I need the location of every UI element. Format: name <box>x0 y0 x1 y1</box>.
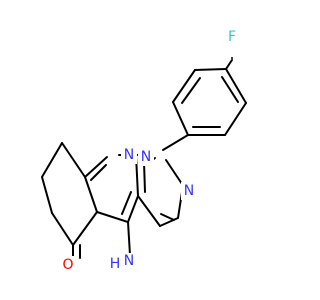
fluorine-label: F <box>228 29 236 45</box>
bond <box>221 76 239 103</box>
bond <box>41 176 53 214</box>
n1-label: N <box>141 149 151 165</box>
bond <box>194 68 227 71</box>
molecule-canvas: F N N N O H N <box>41 28 247 274</box>
atom-labels: F N N N O H N <box>60 28 239 274</box>
bond <box>84 156 108 178</box>
bond <box>41 142 63 178</box>
bond <box>165 159 183 185</box>
amino-h-label: H <box>110 256 121 272</box>
bond <box>137 195 161 227</box>
label-mask <box>60 256 76 274</box>
bond <box>159 217 179 227</box>
bond <box>172 101 189 136</box>
bond <box>96 211 129 223</box>
bond <box>162 134 189 151</box>
bond <box>225 59 233 70</box>
bond <box>61 142 86 178</box>
oxygen-label: O <box>62 257 73 273</box>
label-mask <box>138 148 154 166</box>
bond <box>225 68 247 104</box>
bond <box>121 191 132 215</box>
label-mask <box>181 182 197 200</box>
label-mask <box>121 146 137 164</box>
pyridine-n-label: N <box>124 147 134 163</box>
n2-label: N <box>184 183 194 199</box>
amino-n-label: N <box>124 253 134 269</box>
bond <box>224 102 247 136</box>
label-mask <box>106 253 142 273</box>
bond <box>181 77 201 104</box>
bond <box>72 211 98 246</box>
bond <box>84 176 98 213</box>
bond <box>143 161 146 193</box>
bond <box>127 195 139 223</box>
structure-drawing: F N N N O H N <box>41 28 247 274</box>
bond <box>90 164 107 181</box>
bond <box>127 221 131 256</box>
bond <box>160 213 175 221</box>
bond <box>172 69 196 103</box>
label-mask <box>225 28 239 46</box>
bond <box>51 212 74 246</box>
